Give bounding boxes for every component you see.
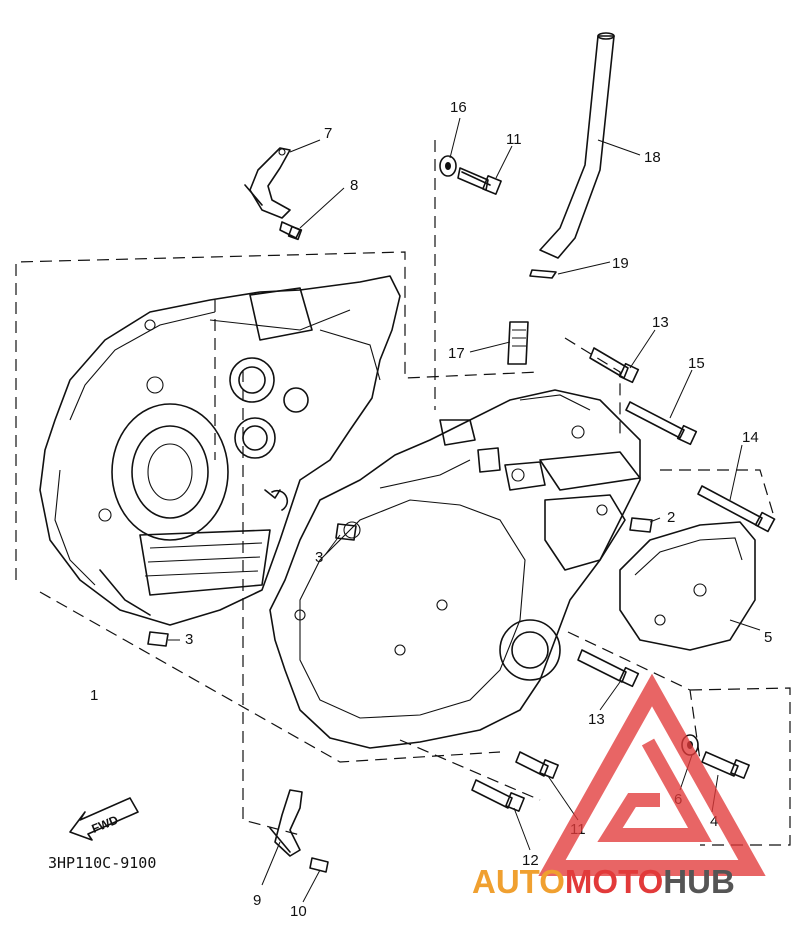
crankcase-cover <box>619 521 756 651</box>
callout-14: 14 <box>742 429 759 446</box>
callout-10: 10 <box>290 903 307 920</box>
fwd-label: FWD <box>90 813 121 836</box>
callout-13: 13 <box>652 314 669 331</box>
callout-1: 1 <box>90 687 98 704</box>
bolt-10 <box>309 857 329 873</box>
clip-19 <box>529 269 557 279</box>
part-code: 3HP110C-9100 <box>48 854 156 872</box>
callout-7: 7 <box>324 125 332 142</box>
circlip <box>271 489 289 511</box>
washer-16 <box>439 155 457 177</box>
right-crankcase <box>269 389 641 749</box>
callout-11: 11 <box>506 131 522 148</box>
upper-bracket-7 <box>244 147 291 219</box>
callout-3: 3 <box>185 631 193 648</box>
brand-auto: AUTO <box>472 863 565 900</box>
bolt-11-lower <box>515 751 559 779</box>
callout-12: 12 <box>522 852 539 869</box>
brand-hub: HUB <box>663 863 735 900</box>
breather-hose-18 <box>539 32 615 259</box>
svg-text:AUTOMOTOHUB: AUTOMOTOHUB <box>472 863 735 900</box>
left-crankcase <box>39 275 401 626</box>
triangle-logo-icon <box>538 673 766 876</box>
callout-13: 13 <box>588 711 605 728</box>
lower-bracket-9 <box>269 789 303 857</box>
callout-18: 18 <box>644 149 661 166</box>
dowel-3-mid <box>335 523 357 541</box>
dowel-3-lower <box>147 631 169 647</box>
bolt-14 <box>697 485 776 533</box>
watermark-text: AUTOMOTOHUB <box>472 863 735 900</box>
bolt-4 <box>701 751 750 779</box>
bolt-12 <box>471 779 525 812</box>
bolt-15 <box>625 401 698 446</box>
triangle-inner-icon <box>597 738 712 842</box>
pipe-17 <box>507 321 529 365</box>
bolt-13-lower <box>577 649 640 688</box>
bolt-13-upper <box>589 347 640 384</box>
dowel-2 <box>629 517 653 533</box>
callout-3: 3 <box>315 549 323 566</box>
callout-17: 17 <box>448 345 465 362</box>
bolt-11-upper <box>457 167 502 195</box>
bolt-8 <box>279 221 303 241</box>
callout-5: 5 <box>764 629 772 646</box>
callout-16: 16 <box>450 99 467 116</box>
fwd-arrow-icon: FWD <box>69 797 139 841</box>
callout-4: 4 <box>710 813 718 830</box>
callout-15: 15 <box>688 355 705 372</box>
callout-19: 19 <box>612 255 629 272</box>
callout-9: 9 <box>253 892 261 909</box>
watermark-logo <box>538 673 766 876</box>
callout-2: 2 <box>667 509 675 526</box>
brand-moto: MOTO <box>565 863 663 900</box>
callout-8: 8 <box>350 177 358 194</box>
assembly-guide-lines <box>15 140 791 846</box>
